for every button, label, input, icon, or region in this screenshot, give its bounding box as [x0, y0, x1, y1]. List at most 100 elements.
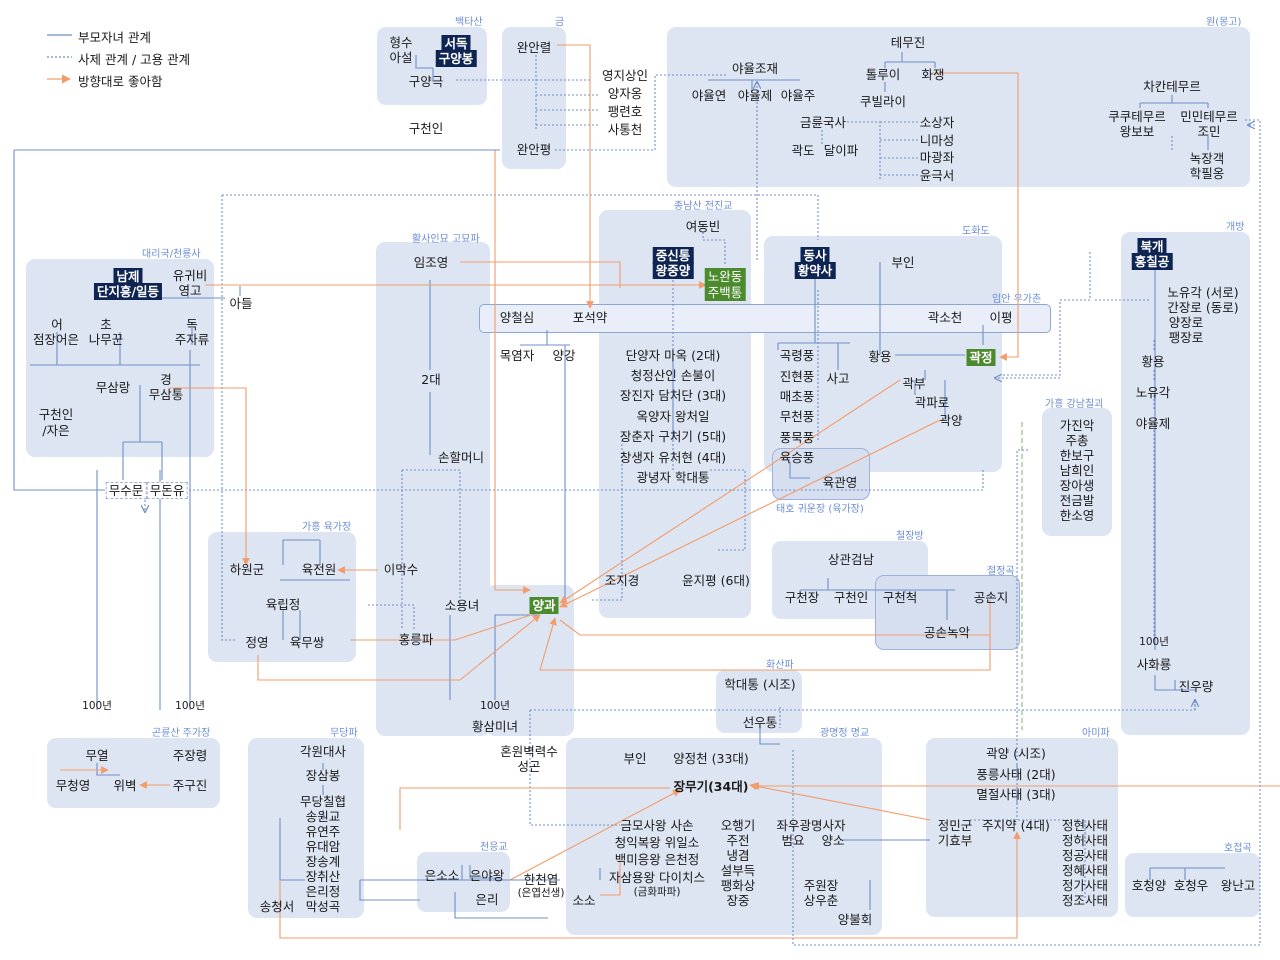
person-hancheonyeop: 한천엽 — [523, 872, 559, 887]
person-yangso: 양소 — [821, 833, 845, 848]
love-arrows — [60, 44, 1280, 939]
person-yangjaong: 양자옹 — [607, 86, 643, 101]
group-title-hojeop: 호접곡 — [1224, 843, 1252, 854]
person-yayulje: 야율제 — [737, 88, 773, 103]
person-mongnyeomja: 목염자 — [499, 348, 535, 363]
person-myeoljeol: 멸절사태 (3대) — [976, 787, 1056, 802]
person-yukseungpung: 육승풍 — [779, 450, 815, 465]
person-honwonbyeok: 혼원벽력수 — [500, 744, 558, 759]
person-jomin: 조민 — [1197, 124, 1221, 139]
group-title-cheoljang: 철장방 — [896, 531, 924, 542]
person-seodok: 서독 — [441, 35, 471, 52]
person-gajinak: 가진악 — [1059, 418, 1095, 433]
person-yangjeongcheon: 양정천 (33대) — [673, 751, 749, 766]
person-temujin: 테무진 — [890, 35, 926, 50]
group-title-amipa: 아미파 — [1082, 728, 1110, 739]
person-jangsonggye: 장송계 — [305, 854, 341, 869]
person-wangcheoil: 옥양자 왕처일 — [636, 409, 710, 424]
person-jangasaeng: 장아생 — [1059, 478, 1095, 493]
blue-arrow-lines — [145, 82, 1255, 710]
person-gongsonji: 공손지 — [973, 590, 1009, 605]
person-soso: 소소 — [572, 893, 596, 908]
group-title-daeri: 대리국/천룡사 — [142, 249, 201, 260]
person-yeonggo: 영고 — [178, 283, 202, 298]
legend-solid-label: 부모자녀 관계 — [78, 30, 151, 45]
person-cho: 초 — [100, 317, 112, 332]
person-gwaksocheon: 곽소천 — [927, 310, 963, 325]
person-jeongjo: 정조사태 — [1061, 893, 1109, 908]
person-geummosawang: 금모사왕 사손 — [620, 818, 694, 833]
person-jugujin: 주구진 — [172, 778, 208, 793]
person-mucheonpung: 무천풍 — [779, 409, 815, 424]
person-yangjangro: 양장로 — [1168, 315, 1204, 330]
person-jangchwisan: 장취산 — [305, 869, 341, 884]
person-adeul: 아들 — [229, 296, 253, 311]
group-box-gonryun — [47, 738, 220, 808]
person-soyongnyeo: 소용녀 — [444, 598, 480, 613]
group-title-gaheung-gang: 가흥 강남칠괴 — [1045, 399, 1104, 410]
person-eo: 어 — [51, 317, 63, 332]
person-hwangyong: 황용 — [868, 349, 892, 364]
person-imaksu: 이막수 — [383, 562, 419, 577]
person-jwauo: 좌우광명사자 — [776, 818, 846, 833]
person-magwanggak: 마광좌 — [919, 150, 955, 165]
person-jeonggong: 정공사태 — [1061, 848, 1109, 863]
person-wananpyeong: 완안평 — [516, 142, 552, 157]
person-hansobo: 한보구 — [1059, 448, 1095, 463]
person-jangsambong: 장삼봉 — [305, 768, 341, 783]
person-damcheodan: 장진자 담처단 (3대) — [619, 388, 727, 403]
person-gwakjeong: 곽정 — [966, 349, 996, 366]
person-yeodongbin: 여동빈 — [685, 219, 721, 234]
person-yudaeam: 유대암 — [305, 839, 341, 854]
person-gwakyang-sijo: 곽양 (시조) — [986, 746, 1046, 761]
person-yayulyeon: 야율연 — [691, 88, 727, 103]
group-title-gonryun: 곤륜산 주가장 — [152, 728, 211, 739]
person-muyeol: 무열 — [85, 748, 109, 763]
person-gongsonnokak: 공손녹악 — [923, 625, 971, 640]
person-yanggang: 양강 — [552, 348, 576, 363]
group-title-baektasan: 백타산 — [455, 17, 483, 28]
person-jeomjangeo: 점장어은 — [32, 332, 80, 347]
person-sawaryang: 사화룡 — [1136, 657, 1172, 672]
person-yeongjisangin: 영지상인 — [601, 68, 649, 83]
group-title-gwangmyeong: 광명정 명교 — [820, 728, 870, 739]
person-jojigyeong: 조지경 — [604, 573, 640, 588]
person-yukmussang: 육무쌍 — [289, 635, 325, 650]
person-sangujun: 상우춘 — [803, 893, 839, 908]
person-sanggwan: 상관검남 — [827, 552, 875, 567]
person-songwongyo: 송원교 — [305, 809, 341, 824]
person-jeonghye: 정혜사태 — [1061, 863, 1109, 878]
person-ganjangro: 간장로 (동로) — [1167, 300, 1239, 315]
person-wangjungyang: 왕중양 — [652, 262, 694, 279]
person-hocheongu: 호청우 — [1173, 878, 1209, 893]
person-wangnanho: 왕난고 — [1220, 878, 1256, 893]
person-yanggwa: 양과 — [529, 597, 559, 614]
person-hawongun: 하원군 — [229, 562, 265, 577]
person-musumun: 무수문 — [105, 482, 147, 499]
group-box-gaheung-yuk — [208, 532, 356, 662]
person-baengmiung: 백미응왕 은천정 — [614, 852, 700, 867]
group-box-cheonung — [417, 852, 510, 912]
group-title-jongnam: 종남산 전진교 — [674, 201, 733, 212]
person-dalipa: 달이파 — [823, 143, 859, 158]
person-jeongga: 정가사태 — [1061, 878, 1109, 893]
label-100-hwangsam: 100년 — [480, 700, 510, 712]
group-box-hwasan — [716, 670, 802, 733]
person-wibyeok: 위벽 — [113, 778, 137, 793]
person-hwangyaksa: 황약사 — [794, 262, 836, 279]
person-hwangyong-gb: 황용 — [1141, 354, 1165, 369]
person-yunkeukseo: 윤극서 — [919, 168, 955, 183]
person-honglungpa: 홍릉파 — [398, 632, 434, 647]
person-buin-top: 부인 — [891, 255, 915, 270]
label-100-left-a: 100년 — [82, 700, 112, 712]
group-title-imanwoo: 임안 우가촌 — [992, 294, 1042, 305]
group-title-dohwado: 도화도 — [962, 226, 990, 237]
person-guchenin-left: 구천인 — [38, 407, 74, 422]
person-satongcheon: 사통천 — [607, 122, 643, 137]
person-guchenin-top: 구천인 — [408, 121, 444, 136]
person-jangmugi: 장무기(34대) — [673, 779, 749, 794]
group-box-mudang — [248, 738, 364, 918]
person-gwakyang: 곽양 — [939, 413, 963, 428]
group-box-gaheung-gang — [1042, 408, 1112, 536]
person-jeongmingun: 정민군 — [937, 818, 973, 833]
